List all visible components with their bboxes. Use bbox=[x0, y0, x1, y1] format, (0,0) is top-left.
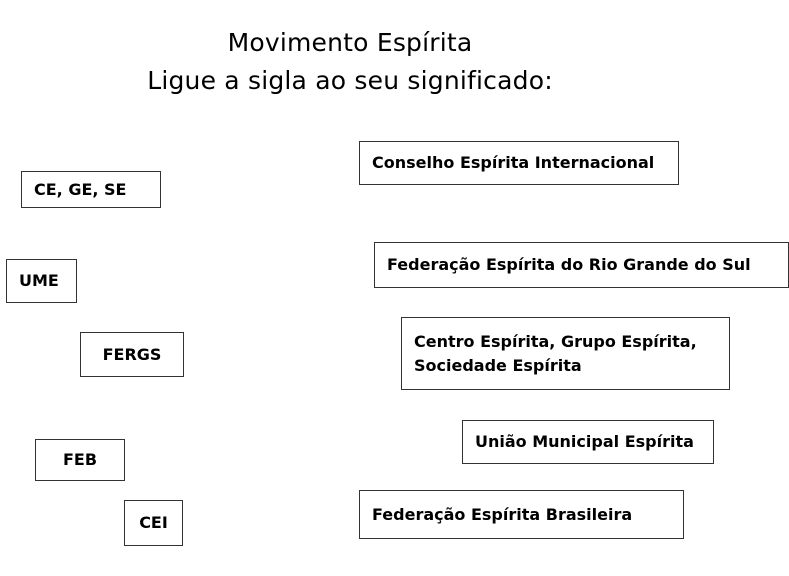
significado-label: Conselho Espírita Internacional bbox=[372, 153, 655, 173]
sigla-label: CEI bbox=[139, 513, 168, 533]
worksheet-title: Movimento Espírita bbox=[227, 28, 473, 57]
significado-label-line1: Centro Espírita, Grupo Espírita, bbox=[414, 332, 697, 352]
significado-label: Federação Espírita Brasileira bbox=[372, 504, 633, 524]
sigla-box-cei[interactable]: CEI bbox=[124, 500, 183, 546]
sigla-label: CE, GE, SE bbox=[34, 179, 127, 199]
sigla-label: UME bbox=[19, 271, 59, 291]
worksheet-instruction: Ligue a sigla ao seu significado: bbox=[147, 66, 553, 95]
sigla-box-ce-ge-se[interactable]: CE, GE, SE bbox=[21, 171, 161, 208]
significado-label-line2: Sociedade Espírita bbox=[414, 355, 582, 375]
significado-box-federacao-espirita-brasileira[interactable]: Federação Espírita Brasileira bbox=[359, 490, 684, 539]
significado-label: Federação Espírita do Rio Grande do Sul bbox=[387, 255, 751, 275]
significado-label: União Municipal Espírita bbox=[475, 432, 694, 452]
sigla-box-ume[interactable]: UME bbox=[6, 259, 77, 303]
sigla-label: FEB bbox=[62, 450, 98, 470]
sigla-box-fergs[interactable]: FERGS bbox=[80, 332, 184, 377]
significado-box-uniao-municipal-espirita[interactable]: União Municipal Espírita bbox=[462, 420, 714, 464]
significado-box-centro-grupo-sociedade[interactable]: Centro Espírita, Grupo Espírita, Socieda… bbox=[401, 317, 730, 390]
significado-box-federacao-espirita-rgs[interactable]: Federação Espírita do Rio Grande do Sul bbox=[374, 242, 789, 288]
sigla-box-feb[interactable]: FEB bbox=[35, 439, 125, 481]
sigla-label: FERGS bbox=[102, 344, 162, 364]
significado-box-conselho-espirita-internacional[interactable]: Conselho Espírita Internacional bbox=[359, 141, 679, 185]
